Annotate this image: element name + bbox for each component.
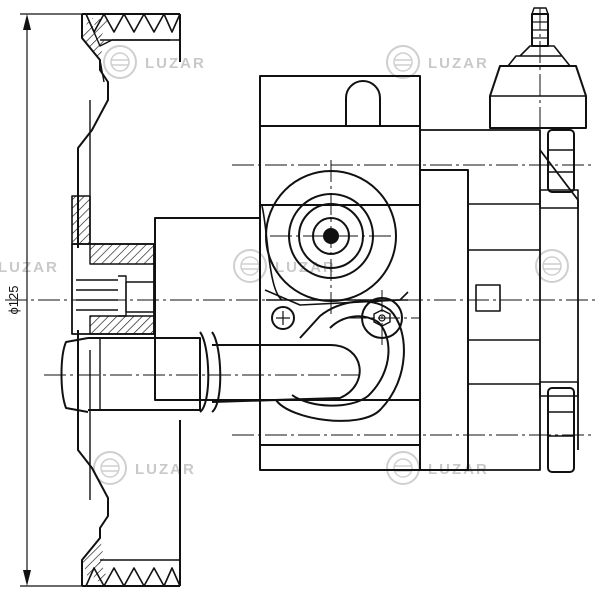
- watermark-text: LUZAR: [135, 461, 196, 478]
- reservoir-cap: [489, 7, 587, 129]
- pulley-bottom-section: [77, 330, 181, 587]
- diameter-label: ϕ125: [6, 286, 21, 315]
- banjo-fitting: [275, 300, 405, 422]
- watermark-logo-icon: [386, 451, 420, 485]
- inlet-pipe: [60, 331, 361, 413]
- watermark-text: LUZAR: [0, 259, 59, 276]
- pulley-hub: [71, 195, 155, 335]
- mounting-screws: [264, 289, 409, 339]
- centerlines: [5, 8, 595, 436]
- screw-left-icon: [271, 306, 295, 330]
- watermark-text: LUZAR: [145, 55, 206, 72]
- drawing-lines: [5, 7, 595, 587]
- watermark-logo-icon: [233, 249, 267, 283]
- watermark-logo-icon: [386, 45, 420, 79]
- watermark-text: LUZAR: [428, 55, 489, 72]
- watermark-logo-icon: [103, 45, 137, 79]
- watermark-group: LUZAR LUZAR LUZAR LUZAR LUZAR LUZAR: [0, 45, 569, 485]
- bolt-heads: [539, 129, 579, 473]
